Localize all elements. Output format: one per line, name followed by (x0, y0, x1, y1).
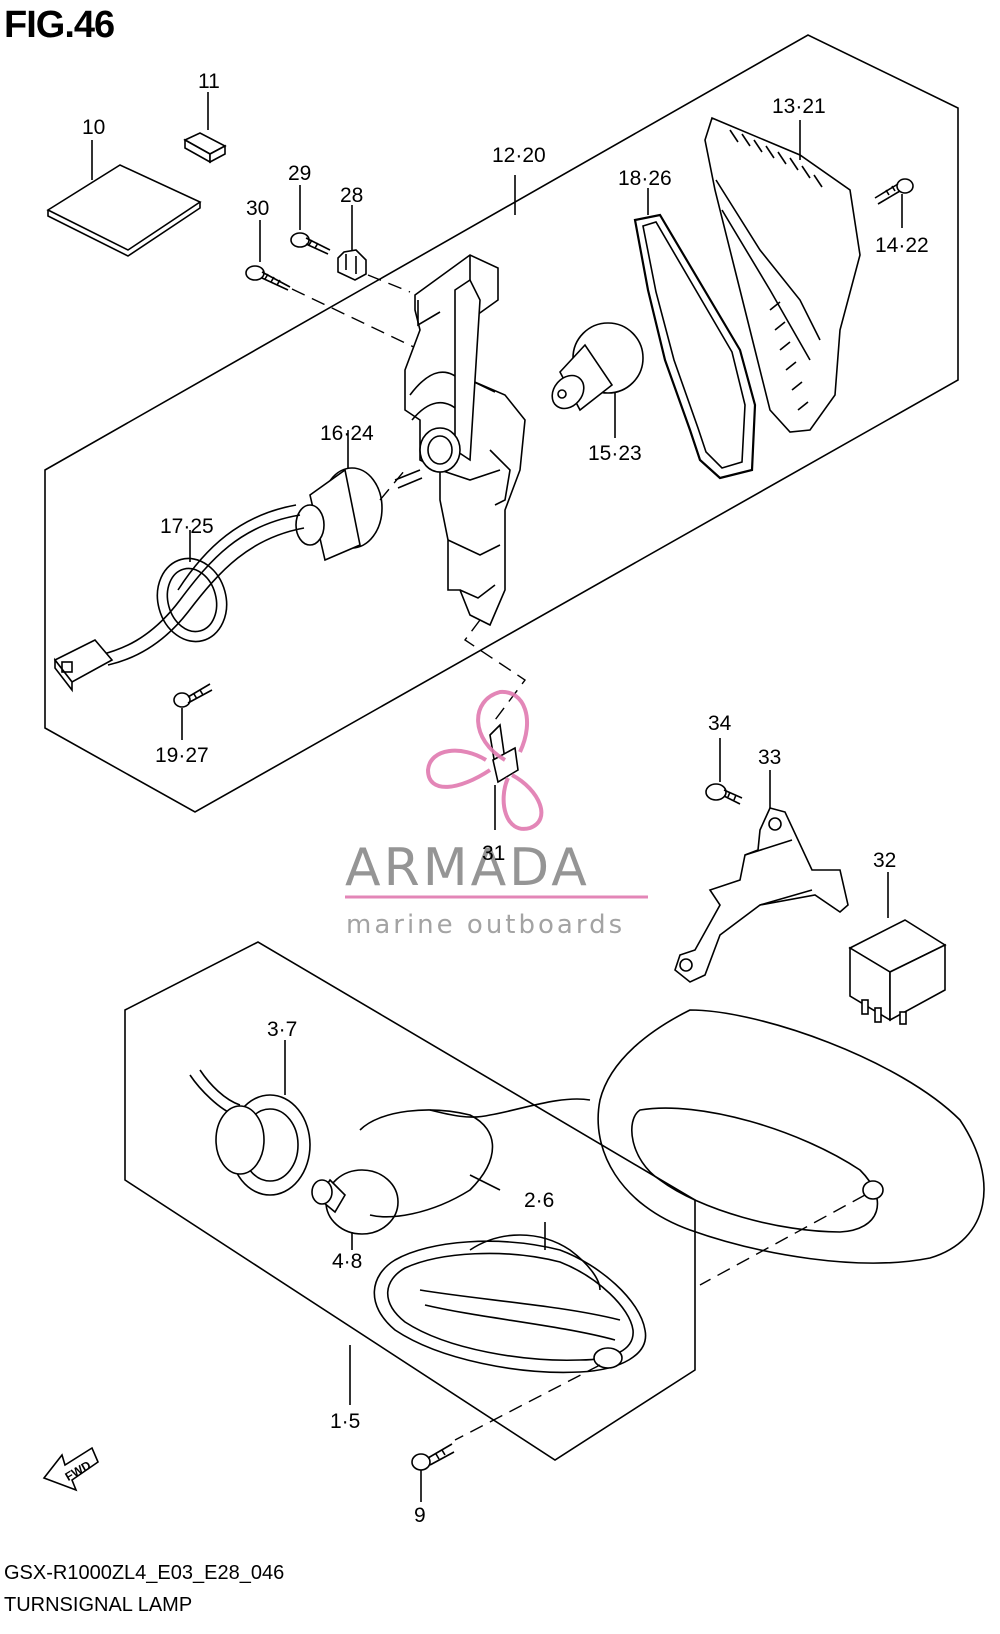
part-15-bulb (551, 322, 644, 438)
part-3-socket (189, 1040, 311, 1196)
callout-28: 28 (340, 184, 363, 207)
callout-15-23: 15·23 (588, 442, 642, 465)
part-11-block (183, 92, 227, 164)
rear-assembly-frame (44, 34, 959, 813)
callout-16-24: 16·24 (320, 422, 374, 445)
model-code: GSX-R1000ZL4_E03_E28_046 (4, 1562, 285, 1584)
callout-18-26: 18·26 (618, 167, 672, 190)
callout-30: 30 (246, 197, 269, 220)
part-30-screw (245, 220, 421, 351)
part-10-pad (46, 140, 202, 257)
propeller-logo-icon (425, 689, 544, 831)
callout-14-22: 14·22 (875, 234, 929, 257)
callout-1-5: 1·5 (330, 1410, 360, 1433)
callout-2-6: 2·6 (524, 1189, 554, 1212)
part-32-relay (848, 872, 947, 1025)
part-14-screw (874, 178, 914, 228)
part-16-socket (295, 430, 406, 562)
part-33-bracket (674, 770, 849, 983)
armada-watermark: ARMADA marine outboards (345, 689, 648, 940)
callout-32: 32 (873, 849, 896, 872)
callout-9: 9 (414, 1504, 426, 1527)
part-9-screw (411, 1443, 455, 1502)
callout-33: 33 (758, 746, 781, 769)
fairing-cover (429, 1009, 985, 1286)
callout-29: 29 (288, 162, 311, 185)
part-34-bolt (705, 738, 743, 805)
part-19-screw (173, 683, 213, 740)
callout-31: 31 (482, 842, 505, 865)
callout-34: 34 (708, 712, 732, 735)
front-assembly-frame (124, 941, 696, 1461)
callout-4-8: 4·8 (332, 1250, 362, 1273)
callout-19-27: 19·27 (155, 744, 209, 767)
part-4-bulb (311, 1169, 399, 1250)
callout-13-21: 13·21 (772, 95, 826, 118)
part-28-clip (337, 205, 411, 293)
callout-11: 11 (198, 70, 220, 93)
watermark-brand: ARMADA (345, 838, 590, 898)
part-17-harness (53, 504, 305, 693)
callout-3-7: 3·7 (267, 1018, 297, 1041)
callout-12-20: 12·20 (492, 144, 546, 167)
section-name: TURNSIGNAL LAMP (4, 1594, 193, 1616)
callout-10: 10 (82, 116, 105, 139)
watermark-tagline: marine outboards (346, 910, 625, 940)
part-29-screw (290, 185, 331, 255)
figure-title: FIG.46 (4, 4, 115, 46)
fwd-arrow-icon: FWD (42, 1446, 99, 1492)
part-13-lens (704, 116, 861, 433)
callout-17-25: 17·25 (160, 515, 214, 538)
part-1-turnsignal-housing (349, 1109, 647, 1441)
part-12-housing (394, 175, 526, 627)
part-18-gasket (633, 188, 757, 480)
part-31-clip (463, 619, 527, 830)
